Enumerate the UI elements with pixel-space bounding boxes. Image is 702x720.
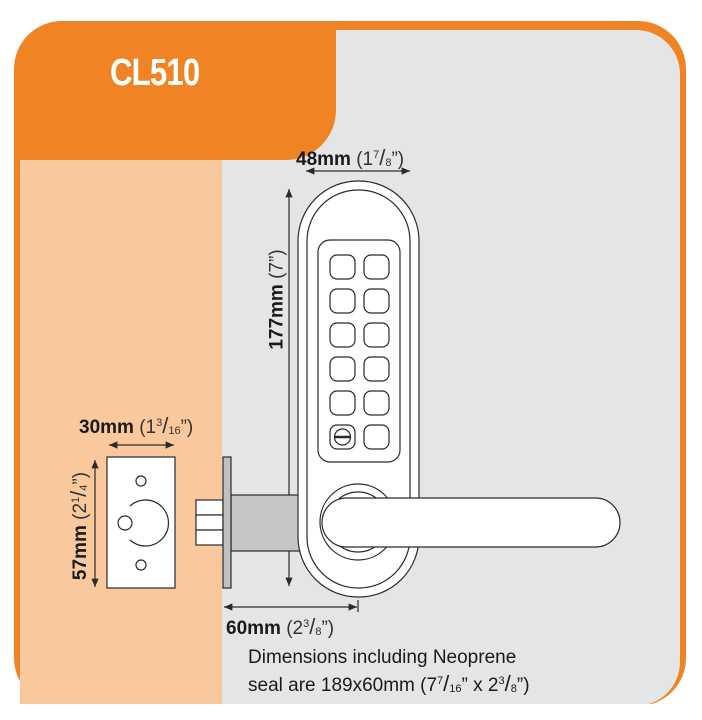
keypad-key	[363, 424, 390, 450]
keypad-key	[363, 254, 390, 280]
lever-handle	[321, 497, 621, 548]
lock-body	[297, 180, 621, 598]
strike-width-label: 30mm (13/16”)	[79, 413, 194, 438]
peach-panel	[20, 160, 222, 706]
keypad-key	[329, 322, 356, 348]
note-line-1: Dimensions including Neoprene	[248, 647, 517, 668]
bottom-cover	[14, 704, 686, 720]
privacy-key	[329, 424, 356, 450]
depth-label: 60mm (23/8”)	[226, 614, 335, 639]
keypad-key	[363, 322, 390, 348]
keypad-key	[363, 288, 390, 314]
keypad-key	[329, 356, 356, 382]
keypad	[317, 239, 401, 463]
orange-header	[19, 21, 337, 160]
keypad-key	[363, 356, 390, 382]
strike-height-label: 57mm (21/4”)	[66, 471, 91, 581]
keypad-key	[363, 390, 390, 416]
strike-plate	[106, 456, 176, 589]
width-label: 48mm (17/8”)	[296, 145, 405, 170]
note-line-2: seal are 189x60mm (77/16” x 23/8”)	[248, 671, 530, 696]
latch	[195, 456, 302, 589]
keypad-key	[329, 254, 356, 280]
product-title: CL510	[110, 52, 200, 94]
keypad-keys	[329, 254, 390, 416]
keypad-key	[329, 288, 356, 314]
keypad-key	[329, 390, 356, 416]
height-label: 177mm (7”)	[266, 249, 288, 350]
